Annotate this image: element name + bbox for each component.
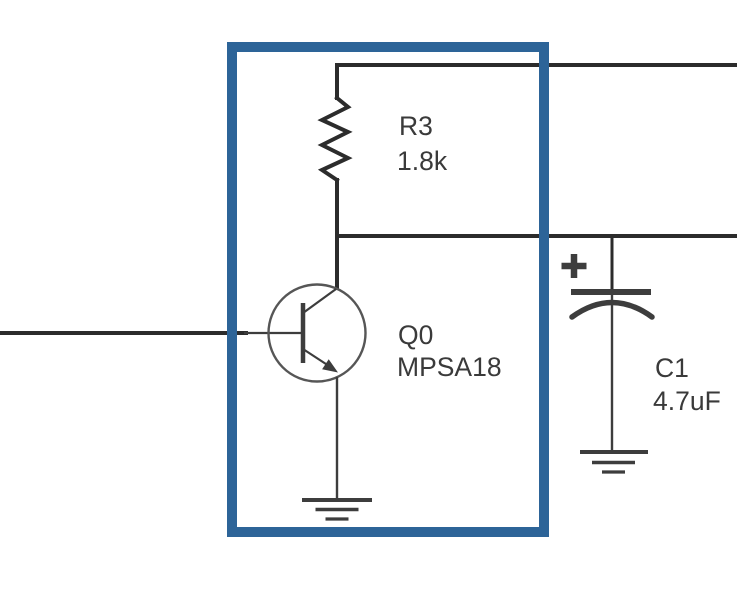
transistor-emitter-lead bbox=[302, 348, 330, 367]
transistor-body-circle bbox=[267, 283, 367, 383]
resistor-value-label: 1.8k bbox=[397, 146, 448, 176]
capacitor-refdes-label: C1 bbox=[655, 353, 689, 383]
capacitor-value-label: 4.7uF bbox=[653, 386, 721, 416]
plus-polarity-icon bbox=[561, 254, 587, 278]
transistor-value-label: MPSA18 bbox=[397, 352, 502, 382]
resistor-zigzag bbox=[317, 95, 353, 183]
resistor-R3-symbol: R3 1.8k bbox=[317, 95, 448, 290]
ground-symbol-capacitor bbox=[580, 450, 648, 474]
transistor-refdes-label: Q0 bbox=[398, 320, 433, 350]
ground-symbol-transistor bbox=[302, 498, 372, 521]
highlight-rectangle bbox=[227, 42, 549, 537]
transistor-collector-lead bbox=[302, 288, 337, 314]
resistor-refdes-label: R3 bbox=[399, 111, 433, 141]
emitter-arrow-icon bbox=[322, 359, 338, 373]
wire-top-rail bbox=[335, 63, 737, 100]
capacitor-C1-symbol: C1 4.7uF bbox=[561, 236, 721, 452]
top-rail-wire-segment bbox=[335, 63, 737, 100]
transistor-Q0-symbol: Q0 MPSA18 bbox=[267, 283, 502, 500]
